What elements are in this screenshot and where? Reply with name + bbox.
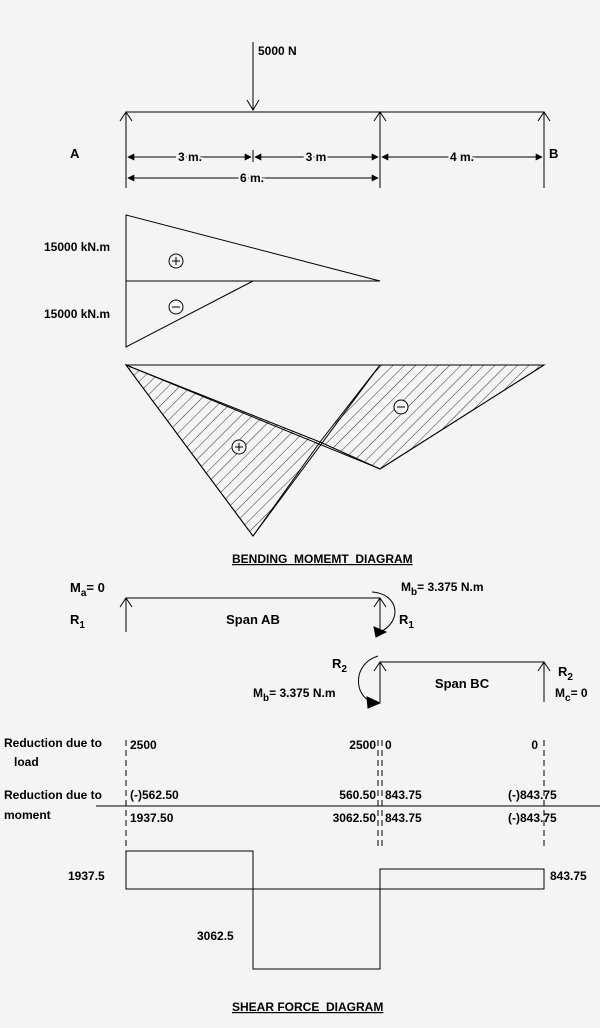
moment-b-arc-icon-2 bbox=[358, 655, 379, 703]
load-row-label-2: load bbox=[14, 755, 39, 769]
beam-diagram bbox=[119, 42, 551, 188]
span-ab-label: Span AB bbox=[226, 612, 280, 627]
sfd-block-mid bbox=[252, 888, 381, 970]
moment-b-arrowhead bbox=[373, 626, 388, 638]
r1-right-label: R1 bbox=[399, 612, 414, 631]
load-value-b-left: 2500 bbox=[349, 738, 376, 752]
support-b-arrow bbox=[537, 111, 551, 122]
bmd-positive-region bbox=[124, 363, 321, 537]
sfd-block-b bbox=[379, 868, 545, 890]
span-ab-arrow-right bbox=[373, 597, 387, 608]
moment-c-label: Mc= 0 bbox=[555, 686, 588, 704]
dim-label-1: 3 m. bbox=[178, 150, 202, 164]
positive-moment-triangle bbox=[125, 214, 381, 282]
plus-sign-circle bbox=[168, 253, 184, 269]
moment-row-label-1: Reduction due to bbox=[4, 788, 102, 802]
r2-left-label: R2 bbox=[332, 656, 347, 675]
sfd-label-mid: 3062.5 bbox=[197, 929, 234, 943]
moment-b-label-bottom: Mb= 3.375 N.m bbox=[253, 686, 335, 704]
dim-label-2: 3 m bbox=[306, 150, 327, 164]
dim-label-3: 4 m. bbox=[450, 150, 474, 164]
total-value-b-right: 843.75 bbox=[385, 811, 422, 825]
moment-value-c: (-)843.75 bbox=[508, 788, 557, 802]
r1-left-label: R1 bbox=[70, 612, 85, 631]
span-ab bbox=[119, 591, 396, 638]
moment-value-b-right: 843.75 bbox=[385, 788, 422, 802]
r2-right-label: R2 bbox=[558, 664, 573, 683]
moment-row-label-2: moment bbox=[4, 808, 51, 822]
moment-triangles bbox=[125, 214, 381, 348]
load-value-a: 2500 bbox=[130, 738, 157, 752]
end-a-label: A bbox=[70, 146, 80, 161]
moment-top-value: 15000 kN.m bbox=[44, 240, 110, 254]
span-bc-label: Span BC bbox=[435, 676, 490, 691]
moment-bottom-value: 15000 kN.m bbox=[44, 307, 110, 321]
moment-value-b-left: 560.50 bbox=[339, 788, 376, 802]
support-mid-arrow bbox=[373, 111, 387, 122]
reaction-table bbox=[96, 740, 600, 850]
sfd-label-a: 1937.5 bbox=[68, 869, 105, 883]
moment-value-a: (-)562.50 bbox=[130, 788, 179, 802]
sfd-label-b: 843.75 bbox=[550, 869, 587, 883]
total-value-c: (-)843.75 bbox=[508, 811, 557, 825]
dim-label-total: 6 m. bbox=[240, 171, 264, 185]
span-bc-arrow-left bbox=[373, 661, 387, 672]
moment-b-label-top: Mb= 3.375 N.m bbox=[401, 580, 483, 598]
shear-force-diagram bbox=[125, 850, 545, 970]
load-label: 5000 N bbox=[258, 44, 297, 58]
total-value-b-left: 3062.50 bbox=[333, 811, 377, 825]
sfd-block-a bbox=[125, 850, 254, 890]
moment-a-label: Ma= 0 bbox=[70, 580, 105, 599]
total-value-a: 1937.50 bbox=[130, 811, 174, 825]
negative-moment-triangle bbox=[125, 280, 254, 348]
load-row-label-1: Reduction due to bbox=[4, 736, 102, 750]
span-ab-arrow-left bbox=[119, 597, 133, 608]
load-value-c: 0 bbox=[531, 738, 538, 752]
bending-moment-diagram bbox=[124, 363, 546, 537]
support-a-arrow bbox=[119, 111, 133, 122]
load-arrow-head bbox=[246, 99, 260, 111]
end-b-label: B bbox=[549, 146, 558, 161]
minus-sign-circle bbox=[168, 299, 184, 315]
load-value-b-right: 0 bbox=[385, 738, 392, 752]
span-bc bbox=[358, 655, 551, 709]
bmd-negative-region bbox=[319, 364, 546, 470]
moment-b-arrowhead-2 bbox=[366, 696, 382, 709]
bmd-title: BENDING MOMEMT DIAGRAM bbox=[232, 552, 413, 566]
sfd-title: SHEAR FORCE DIAGRAM bbox=[232, 1000, 383, 1014]
span-bc-arrow-right bbox=[537, 661, 551, 672]
moment-b-arc-icon bbox=[371, 591, 396, 633]
